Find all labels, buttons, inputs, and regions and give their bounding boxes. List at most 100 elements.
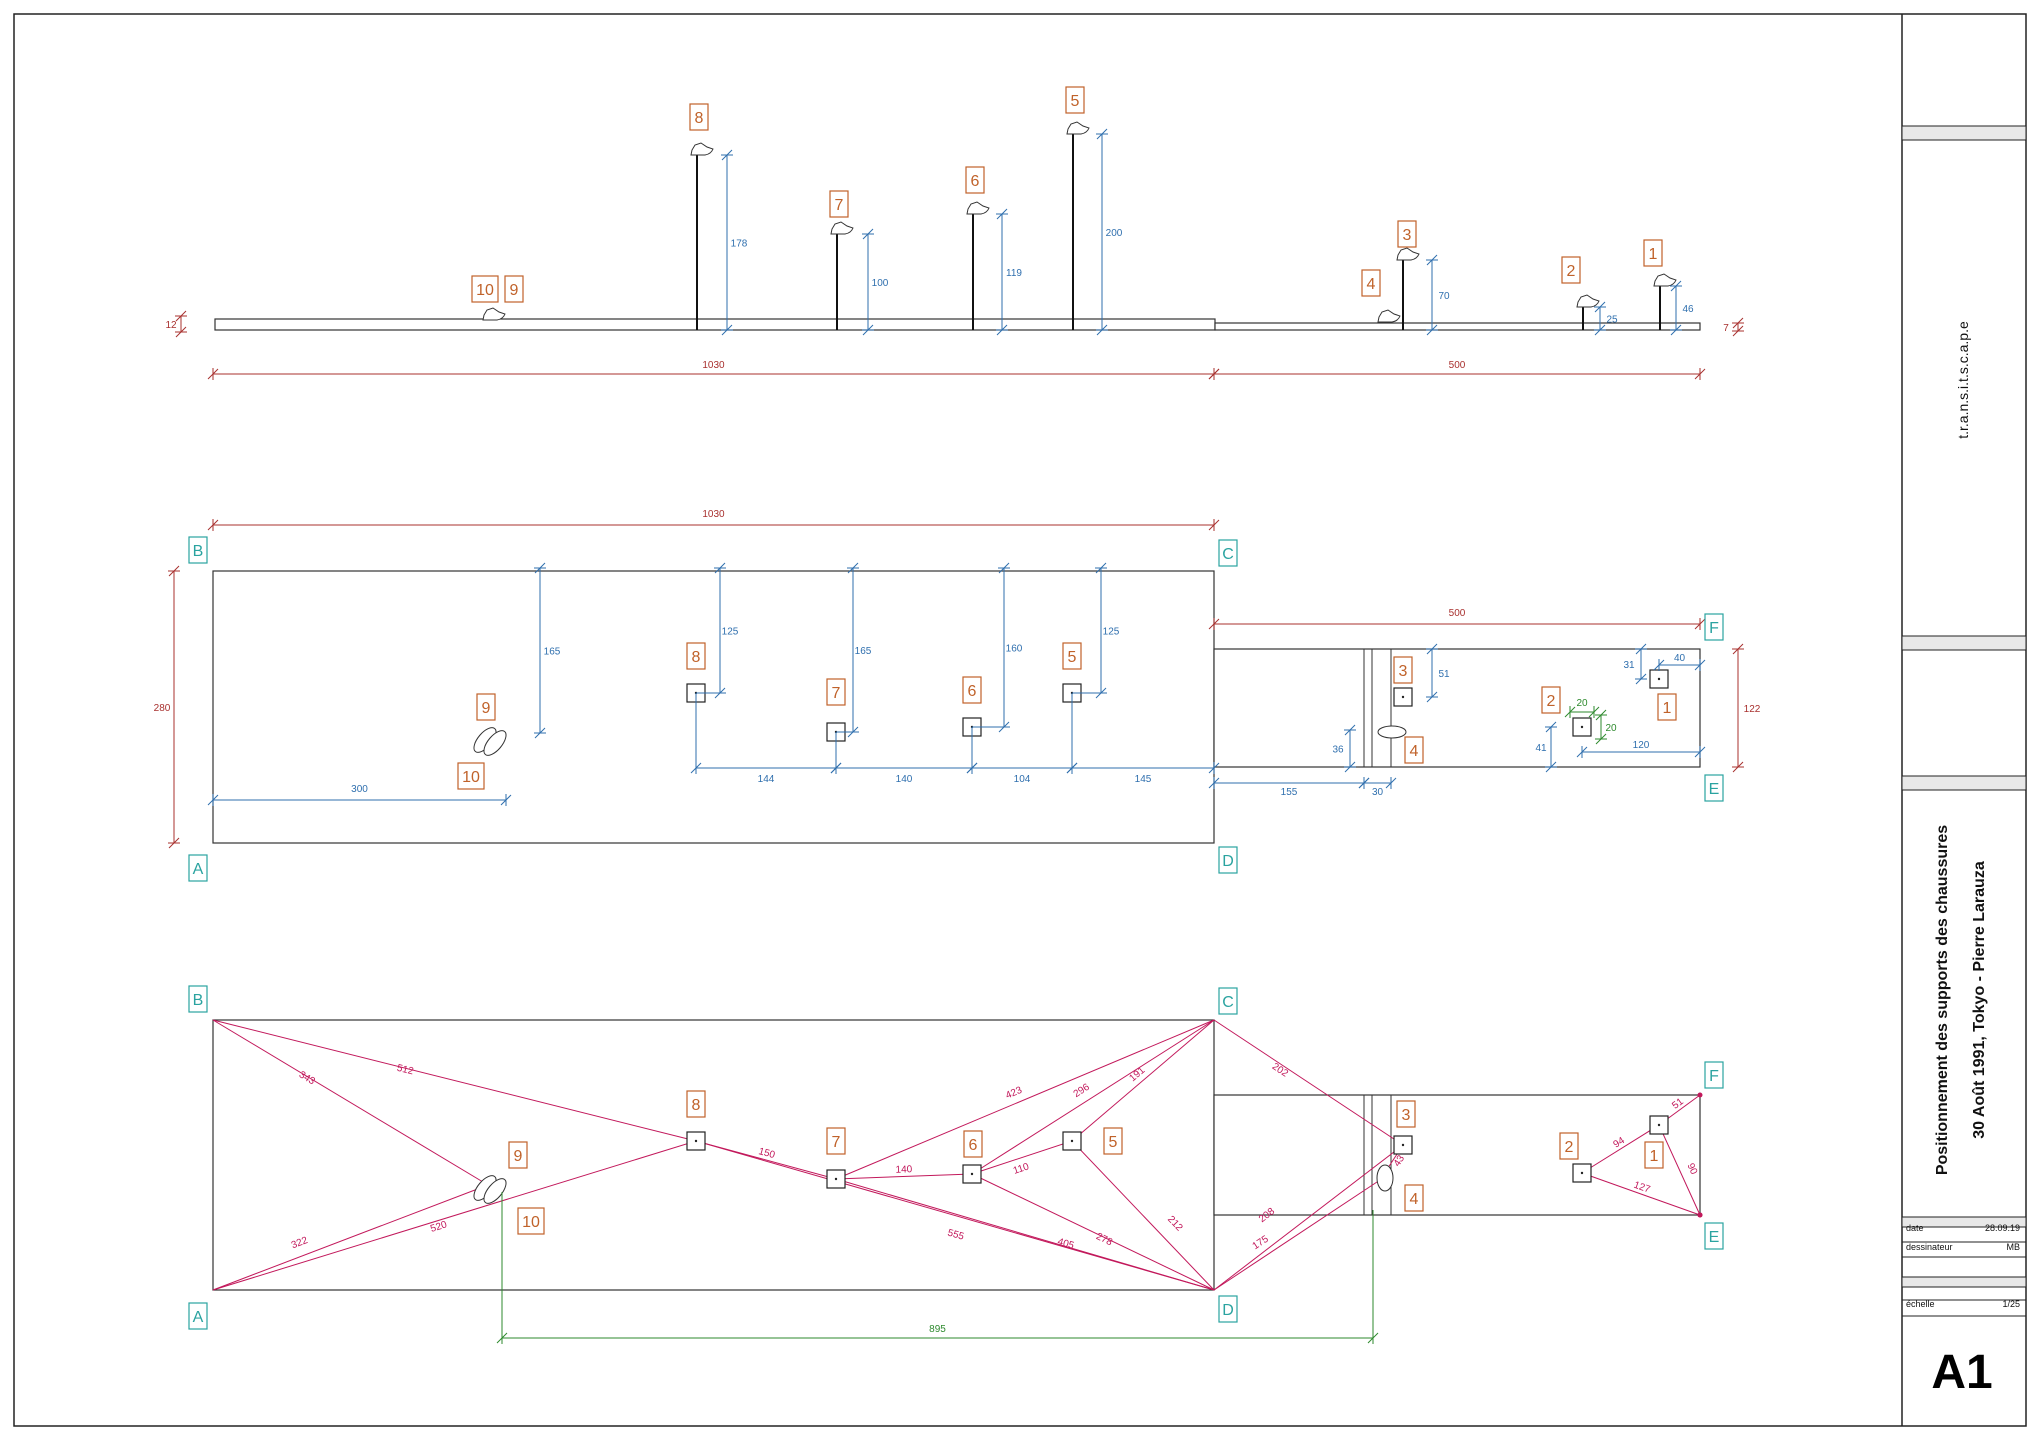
tri-corner-e-text: E: [1709, 1229, 1720, 1246]
shoe-icon-1: [1653, 273, 1677, 287]
shoe-plan-4: [1377, 725, 1407, 739]
tri-corner-c: C: [1218, 987, 1238, 1015]
tri-support-5: [1062, 1131, 1082, 1151]
dimension-tick: [714, 687, 726, 699]
dimension-tick: [1385, 777, 1397, 789]
dim-x-30-label: 30: [1372, 787, 1384, 798]
dimension-tick: [175, 310, 187, 322]
tri-corner-a-text: A: [193, 1309, 204, 1326]
sheet-size: A1: [1931, 1346, 1992, 1399]
dimension-tick: [690, 762, 702, 774]
tri-label-6: 6: [963, 1130, 983, 1158]
plan-right-platform: [1213, 648, 1701, 768]
tri-label-7-frame: [826, 1127, 846, 1155]
plan-label-2-text: 2: [1547, 693, 1556, 710]
support-label-9: 9: [504, 275, 524, 303]
dim-elev-1030-label: 1030: [702, 360, 725, 371]
support-label-6-text: 6: [971, 173, 980, 190]
support-label-8: 8: [689, 103, 709, 131]
tri-label-3-text: 3: [1402, 1107, 1411, 1124]
dim-plan-122-label: 122: [1744, 704, 1761, 715]
plan-label-7: 7: [826, 678, 846, 706]
dimension-tick: [1670, 280, 1682, 292]
support-label-2: 2: [1561, 256, 1581, 284]
plan-label-8: 8: [686, 642, 706, 670]
dim-x-104-label: 104: [1014, 774, 1031, 785]
support-center: [1580, 1171, 1584, 1175]
tri-b-8: [212, 1019, 697, 1142]
tri-d-4-label: 175: [1251, 1233, 1271, 1252]
support-label-8-text: 8: [695, 110, 704, 127]
tri-corner-f-frame: [1704, 1061, 1724, 1089]
corner-label-e-text: E: [1709, 781, 1720, 798]
dim-p3-y-label: 51: [1438, 669, 1450, 680]
plan-label-1-text: 1: [1663, 700, 1672, 717]
tri-7-6: [835, 1173, 973, 1180]
drawing-title-line1: Positionnement des supports des chaussur…: [1934, 825, 1951, 1175]
support-label-2-text: 2: [1567, 263, 1576, 280]
dim-y-36-label: 36: [1332, 745, 1344, 756]
dim-support-height-7-label: 100: [872, 278, 889, 289]
support-label-10-text: 10: [476, 282, 494, 299]
support-label-4-frame: [1361, 269, 1381, 297]
tri-label-2: 2: [1559, 1132, 1579, 1160]
shoe-icon-8: [690, 142, 714, 156]
plan-label-5-frame: [1062, 642, 1082, 670]
support-label-3: 3: [1397, 220, 1417, 248]
corner-label-e: E: [1704, 774, 1724, 802]
dimension-tick: [1208, 618, 1220, 630]
tri-2-e: [1581, 1172, 1701, 1216]
date-value: 28.09.19: [1985, 1223, 2020, 1233]
dim-right-base-height-label: 7: [1723, 323, 1729, 334]
shoe-outline: [1396, 247, 1420, 261]
dim-plan-280-label: 280: [154, 703, 171, 714]
tri-label-3-frame: [1396, 1100, 1416, 1128]
corner-label-a: A: [188, 854, 208, 882]
support-center: [1657, 677, 1661, 681]
dim-p1-y-label: 31: [1623, 660, 1635, 671]
shoe-outline: [690, 142, 714, 156]
corner-label-c: C: [1218, 539, 1238, 567]
tri-d-6: [971, 1173, 1215, 1291]
dimension-tick: [207, 368, 219, 380]
plan-label-2: 2: [1541, 686, 1561, 714]
dimension-tick: [996, 208, 1008, 220]
support-label-5: 5: [1065, 86, 1085, 114]
tri-corner-d-frame: [1218, 1295, 1238, 1323]
support-label-7: 7: [829, 190, 849, 218]
plan-support-3: [1393, 687, 1413, 707]
dimension-tick: [1653, 659, 1665, 671]
dim-support-height-5-label: 200: [1106, 228, 1123, 239]
dim-p2-x-label: 120: [1633, 740, 1650, 751]
tri-c-3-label: 202: [1270, 1061, 1290, 1080]
shoe-outline: [1066, 121, 1090, 135]
support-label-3-text: 3: [1403, 227, 1412, 244]
tri-label-8-text: 8: [692, 1097, 701, 1114]
tri-7-6-label: 140: [895, 1164, 913, 1176]
dimension-tick: [207, 519, 219, 531]
dimension-tick: [721, 149, 733, 161]
support-label-4: 4: [1361, 269, 1381, 297]
dimension-tick: [1732, 643, 1744, 655]
shoe-outline: [1576, 294, 1600, 308]
dimension-tick: [1358, 777, 1370, 789]
dimension-tick: [168, 565, 180, 577]
elevation-right-base: [1214, 322, 1701, 331]
corner-label-f-frame: [1704, 613, 1724, 641]
plan-label-4-text: 4: [1410, 743, 1419, 760]
tri-label-3: 3: [1396, 1100, 1416, 1128]
support-center: [834, 1177, 838, 1181]
dimension-tick: [1588, 706, 1600, 718]
sandal-right: [483, 1178, 507, 1204]
dim-x-144-label: 144: [758, 774, 775, 785]
plan-label-4-frame: [1404, 736, 1424, 764]
tri-label-2-frame: [1559, 1132, 1579, 1160]
shoe-outline: [830, 221, 854, 235]
shoe-outline: [1377, 309, 1401, 323]
tri-a-8-label: 520: [429, 1219, 449, 1235]
tri-support-7: [826, 1169, 846, 1189]
support-label-9-text: 9: [510, 282, 519, 299]
shoe-outline: [1653, 273, 1677, 287]
tri-label-2-text: 2: [1565, 1139, 1574, 1156]
